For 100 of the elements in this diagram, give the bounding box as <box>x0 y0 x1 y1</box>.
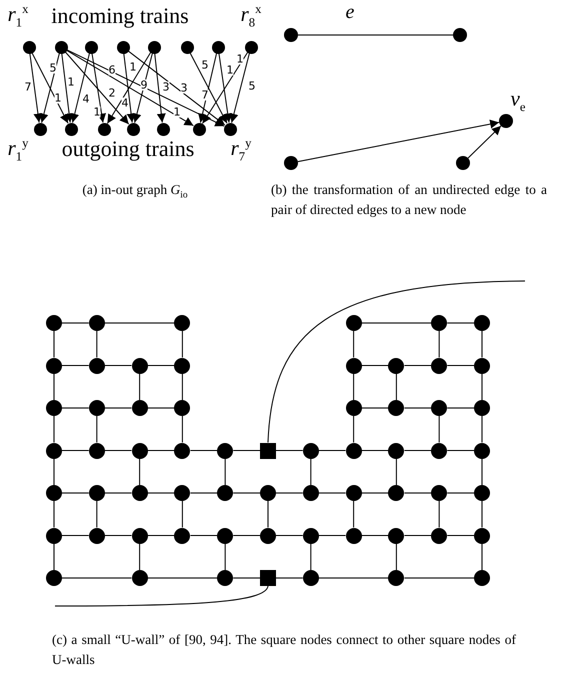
edge-line <box>353 330 354 358</box>
node-dot <box>132 485 148 501</box>
arrow <box>202 52 248 124</box>
edge-line <box>404 492 432 494</box>
node-dot <box>474 485 490 501</box>
edge-weight: 1 <box>54 92 62 104</box>
edge-line <box>396 373 397 400</box>
node-dot <box>346 485 362 501</box>
arrow <box>468 125 502 159</box>
node-dot <box>431 358 448 374</box>
edge-line <box>104 322 175 324</box>
arrow <box>39 52 60 124</box>
node-dot <box>456 156 470 170</box>
node-dot <box>88 315 105 331</box>
node-dot <box>174 485 190 501</box>
node-dot <box>388 528 404 544</box>
node-dot <box>474 315 490 331</box>
edge-weight: 7 <box>202 90 208 100</box>
node-dot <box>499 114 513 128</box>
node-dot <box>474 358 490 374</box>
node-dot <box>431 442 448 458</box>
edge-weight: 2 <box>108 88 116 98</box>
node-dot <box>388 442 404 458</box>
edge-line <box>310 543 312 570</box>
edge-line <box>446 322 474 324</box>
edge-line <box>404 365 432 366</box>
arrow <box>92 52 106 124</box>
node-dot <box>224 122 236 136</box>
edge-weight: 4 <box>122 98 128 108</box>
edge-line <box>104 492 132 494</box>
arrow <box>190 52 228 124</box>
node-dot <box>346 400 362 416</box>
node-dot <box>132 358 148 374</box>
edge-line <box>139 373 140 400</box>
node-dot <box>388 358 404 374</box>
edge-line <box>361 365 389 366</box>
node-dot <box>217 442 234 458</box>
edge-line <box>190 450 218 451</box>
node-dot <box>217 570 234 586</box>
node-dot <box>212 40 224 54</box>
node-dot <box>431 400 448 416</box>
node-dot <box>388 485 404 501</box>
node-dot <box>88 485 105 501</box>
node-dot <box>88 442 105 458</box>
edge-line <box>139 458 140 486</box>
edge-line <box>190 492 218 494</box>
edge-line <box>446 365 474 366</box>
node-dot <box>453 28 467 42</box>
edge-line <box>232 492 260 494</box>
node-dot <box>88 358 105 374</box>
node-dot <box>174 315 190 331</box>
node-dot <box>284 28 298 42</box>
edge-weight: 4 <box>82 94 90 104</box>
node-dot <box>174 528 190 544</box>
node-dot <box>431 315 448 331</box>
edge-line <box>147 365 175 366</box>
edge-line <box>96 416 98 443</box>
node-dot <box>64 122 78 136</box>
node-dot <box>88 528 105 544</box>
node-dot <box>474 442 490 458</box>
edge-line <box>276 492 304 494</box>
square-node <box>260 442 276 458</box>
edge-line <box>361 450 389 451</box>
edge-line <box>62 365 90 366</box>
arrow <box>106 52 152 124</box>
edge-line <box>224 458 226 486</box>
edge-weight: 5 <box>50 62 56 74</box>
node-name: v$_{e}$ <box>510 88 526 114</box>
arrow <box>31 52 69 124</box>
node-dot <box>302 442 319 458</box>
edge-line <box>318 450 346 451</box>
edge-line <box>361 535 389 536</box>
edge-line <box>182 373 183 400</box>
edge-line <box>62 535 90 536</box>
subfigure-caption: (a) in-out graph G$_{io}$ <box>81 181 189 203</box>
node-dot <box>46 400 62 416</box>
node-dot <box>46 485 62 501</box>
edge-line <box>318 535 346 536</box>
arrow <box>154 52 166 124</box>
node-dot <box>260 485 276 501</box>
node-dot <box>346 442 362 458</box>
node-dot <box>98 122 110 136</box>
row-heading: incoming trains <box>51 5 189 27</box>
edge-line <box>310 458 312 486</box>
node-dot <box>346 528 362 544</box>
node-dot <box>156 122 170 136</box>
arrow <box>61 52 74 124</box>
node-dot <box>431 528 448 544</box>
edge-line <box>104 365 132 366</box>
node-dot <box>34 122 46 136</box>
node-dot <box>132 528 148 544</box>
edge-line <box>396 543 397 570</box>
edge-weight: 5 <box>202 60 208 70</box>
node-dot <box>192 122 206 136</box>
node-dot <box>244 40 258 54</box>
edge-line <box>232 450 260 451</box>
node-dot <box>84 40 98 54</box>
edge-weight: 7 <box>24 82 32 92</box>
edge-weight: 1 <box>130 62 136 72</box>
edge-line <box>276 535 304 536</box>
